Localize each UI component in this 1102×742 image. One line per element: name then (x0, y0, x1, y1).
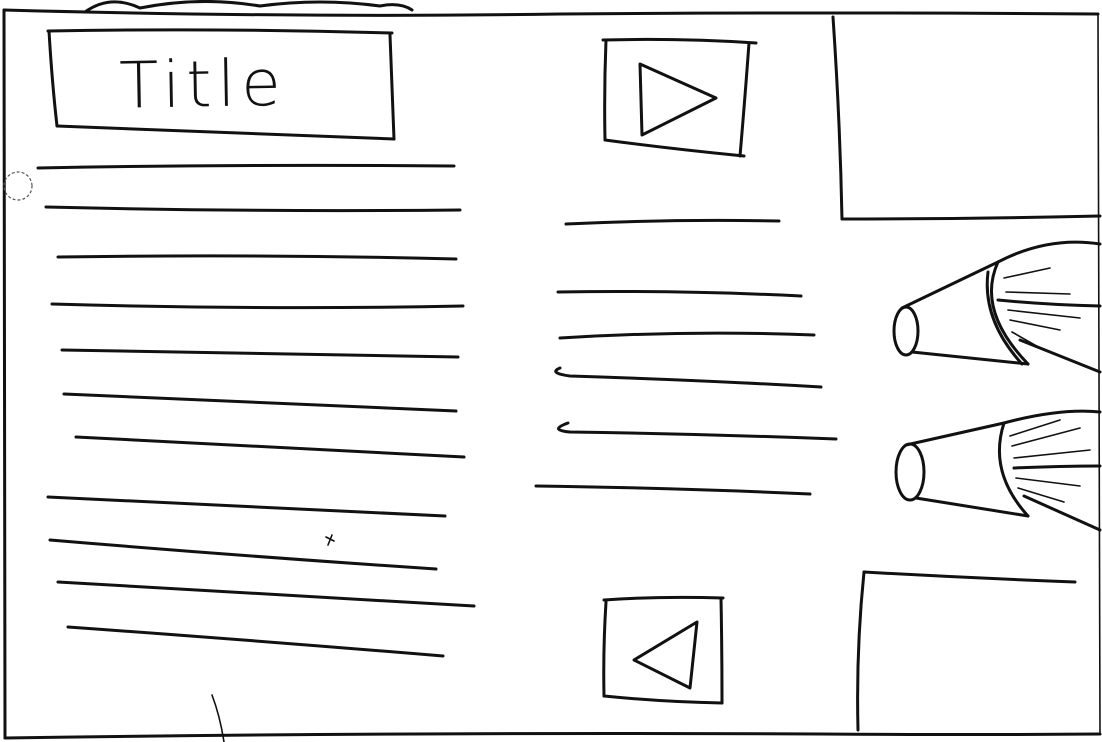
prev-button-outline (604, 597, 723, 703)
left-text-block (38, 165, 474, 742)
image-placeholder-top (833, 17, 1100, 219)
next-button-outline (603, 39, 756, 156)
scan-smudge (4, 172, 32, 200)
megaphone-icon-1 (894, 242, 1100, 372)
megaphone-icon-2 (896, 411, 1100, 530)
image-placeholder-bottom (858, 572, 1075, 730)
page-title: Title (47, 28, 395, 142)
middle-text-block (536, 220, 836, 494)
